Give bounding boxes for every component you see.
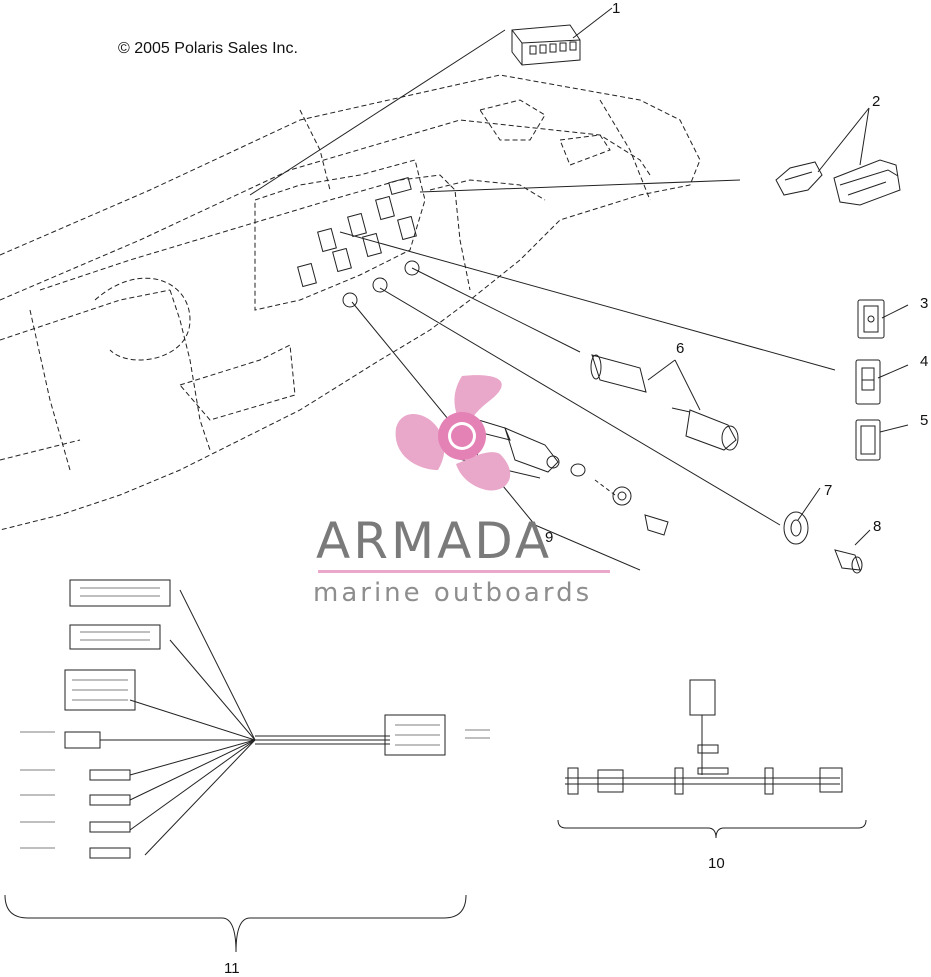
part-10-sub-harness: [565, 679, 843, 795]
callout-1: 1: [612, 0, 621, 17]
part-11-main-harness: [64, 579, 446, 859]
part-6-power-outlet: [590, 354, 739, 451]
part-1-connector-block: [511, 24, 581, 66]
callout-7: 7: [824, 482, 833, 499]
part-7-grommet: [783, 511, 809, 545]
callout-6: 6: [676, 340, 685, 357]
watermark-divider: [318, 570, 610, 573]
propeller-icon: [395, 375, 511, 491]
callout-11: 11: [224, 960, 240, 977]
callout-8: 8: [873, 518, 882, 535]
brace-part-11: [4, 894, 467, 953]
leader-lines: [249, 7, 909, 571]
dashboard-frame: [0, 74, 701, 531]
part-3-rocker-switch: [857, 299, 885, 339]
watermark-subtitle: marine outboards: [313, 578, 593, 608]
copyright-notice: © 2005 Polaris Sales Inc.: [118, 40, 298, 57]
brace-part-10: [557, 819, 867, 839]
callout-5: 5: [920, 412, 929, 429]
callout-4: 4: [920, 353, 929, 370]
harness-pin-labels: [20, 587, 490, 849]
watermark-title: ARMADA: [316, 512, 553, 570]
dash-panel-openings: [297, 177, 420, 308]
part-5-bezel: [855, 419, 881, 461]
part-2-bezel-pair: [775, 159, 901, 206]
callout-3: 3: [920, 295, 929, 312]
part-8-plug: [834, 549, 863, 574]
callout-9: 9: [545, 529, 554, 546]
part-4-rocker-switch: [855, 359, 881, 405]
callout-2: 2: [872, 93, 881, 110]
callout-10: 10: [708, 855, 725, 872]
